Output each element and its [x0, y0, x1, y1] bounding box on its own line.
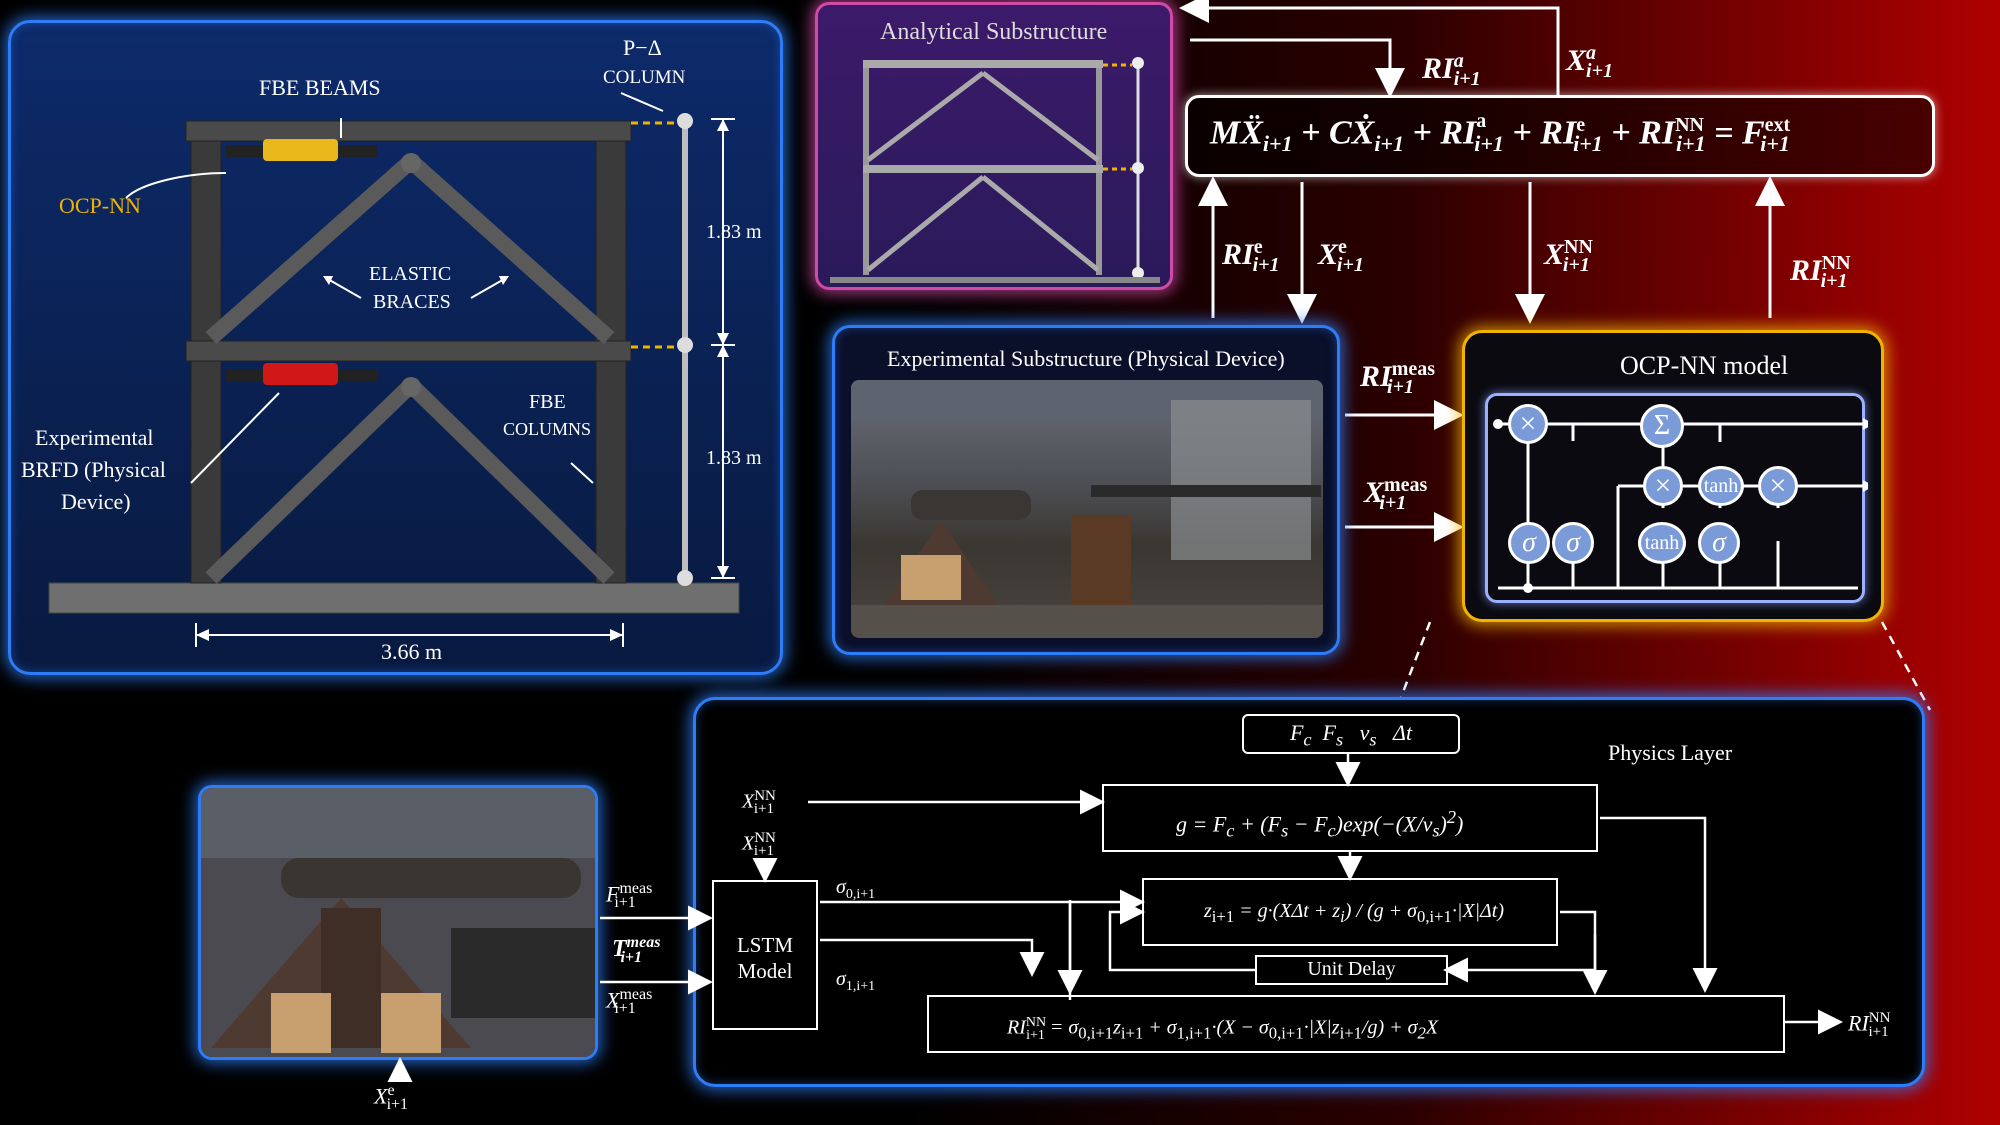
ocp-nn-damper [263, 139, 338, 161]
damper-photo-shapes [201, 788, 595, 1057]
damper-photo-panel [198, 785, 598, 1060]
z-equation-box: zi+1 = g·(XΔt + zi) / (g + σ0,i+1·|X|Δt) [1142, 878, 1558, 946]
ri-nn-label: RINNi+1 [1790, 252, 1851, 292]
braces-label: BRACES [373, 291, 451, 313]
elastic-label: ELASTIC [369, 263, 452, 285]
params-box: Fc Fs vs Δt [1242, 714, 1460, 754]
sigma1-label: σ1,i+1 [836, 968, 876, 994]
ocp-nn-title: OCP-NN model [1620, 351, 1789, 380]
ri-equation-box: RINNi+1 = σ0,i+1zi+1 + σ1,i+1·(X − σ0,i+… [927, 995, 1785, 1053]
analytical-title: Analytical Substructure [880, 19, 1108, 45]
input-multiply-node: × [1643, 466, 1683, 506]
sigma0-label: σ0,i+1 [836, 876, 876, 902]
analytical-panel: Analytical Substructure [815, 2, 1173, 290]
lstm-label-line1: LSTM [736, 933, 793, 957]
x-a-label: Xai+1 [1566, 42, 1613, 82]
sigma-forget-node: σ [1508, 522, 1550, 564]
height-lower-label: 1.83 m [706, 447, 762, 469]
x-nn-lstm-label: XNNi+1 [742, 830, 776, 859]
tanh-out-node: tanh [1698, 466, 1744, 506]
column-label: COLUMN [603, 67, 686, 88]
sigma-output-node: σ [1698, 522, 1740, 564]
device-label: Device) [61, 489, 131, 514]
fbe-columns-label-1: FBE [529, 391, 566, 413]
x-e-label: Xei+1 [1318, 236, 1364, 276]
ri-e-label: RIei+1 [1222, 236, 1280, 276]
equation-box: MẌi+1 + CẊi+1 + RIai+1 + RIei+1 + RINNi+… [1185, 95, 1935, 177]
t-meas-label: Tmeasi+1 [612, 934, 661, 966]
p-delta-label: P−Δ [623, 35, 662, 60]
equation-text: MẌi+1 + CẊi+1 + RIai+1 + RIei+1 + RINNi+… [1210, 110, 1791, 157]
fbe-columns-label-2: COLUMNS [503, 419, 592, 439]
brfd-damper [263, 363, 338, 385]
brfd-label: BRFD (Physical [21, 457, 166, 482]
x-e-bottom-label: Xei+1 [374, 1082, 409, 1113]
lab-photo [851, 380, 1323, 638]
f-meas-label: Fmeasi+1 [606, 880, 653, 911]
tanh-candidate-node: tanh [1638, 522, 1686, 564]
ocp-nn-label: OCP-NN [59, 193, 141, 218]
g-equation-box: g = Fc + (Fs − Fc)exp(−(X/vs)2) [1102, 784, 1598, 852]
lstm-label-line2: Model [737, 959, 793, 983]
lstm-cell: × Σ × tanh × σ σ tanh σ [1485, 393, 1868, 603]
ri-a-label: RIai+1 [1422, 50, 1481, 90]
frame-drawing [48, 92, 740, 647]
lstm-model-box: LSTM Model [712, 880, 818, 1030]
width-label: 3.66 m [381, 639, 443, 664]
height-upper-label: 1.83 m [706, 221, 762, 243]
ri-nn-output-label: RINNi+1 [1848, 1010, 1891, 1040]
sum-node: Σ [1640, 404, 1684, 448]
unit-delay-box: Unit Delay [1255, 955, 1448, 985]
x-meas-label: Xmeasi+1 [1364, 474, 1428, 514]
x-nn-label: XNNi+1 [1544, 236, 1593, 276]
lab-photo-shapes [851, 380, 1323, 638]
analytical-frame-drawing [830, 57, 1160, 283]
fbe-beams-label: FBE BEAMS [259, 75, 381, 100]
frame-panel: FBE BEAMS P−Δ COLUMN OCP-NN ELASTIC BRAC… [8, 20, 783, 675]
sigma-input-node: σ [1552, 522, 1594, 564]
physics-title: Physics Layer [1608, 740, 1733, 765]
experimental-panel: Experimental Substructure (Physical Devi… [832, 325, 1340, 655]
ocp-nn-panel: OCP-NN model [1462, 330, 1884, 622]
experimental-title: Experimental Substructure (Physical Devi… [887, 346, 1285, 371]
xdot-nn-input-label: XNNi+1 [742, 788, 776, 817]
ri-meas-label: RImeasi+1 [1360, 358, 1436, 398]
physics-layer-panel [693, 697, 1925, 1087]
output-multiply-node: × [1758, 466, 1798, 506]
forget-multiply-node: × [1508, 404, 1548, 444]
experimental-label: Experimental [35, 425, 154, 450]
x-meas-lstm-label: Xmeasi+1 [606, 986, 653, 1017]
